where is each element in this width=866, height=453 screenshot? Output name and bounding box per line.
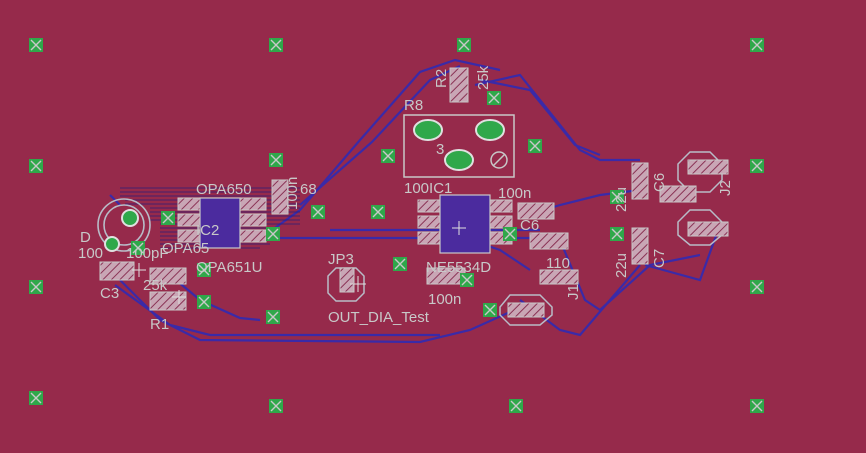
jumper-jp3-outline [327,267,365,302]
origin-markers [132,221,466,304]
label-r8-pin: 3 [436,141,444,158]
connector-j1-outline [97,198,151,252]
label-opa-bottom: OPA651U [196,259,262,276]
ic2-body [199,197,241,249]
label-c-left-d: D [80,229,91,246]
label-c6-right: C6 [651,173,668,192]
vias [28,37,765,414]
label-c-100pf: 100pF [126,245,169,262]
connector-j1-right-outline [499,294,553,326]
label-opa-mid: OPA65 [162,240,209,257]
label-j2: J2 [717,180,734,196]
label-c6: C6 [520,217,539,234]
smd-pads [99,67,729,318]
label-r2: R2 [433,69,450,88]
label-c-100n-right: 100n [498,185,531,202]
label-ne5534: NE5534D [426,259,491,276]
through-hole-pads [104,119,505,252]
label-r2-value: 25k [475,65,492,90]
connector-j2-outline [677,151,723,246]
label-c7-value: 22u [613,253,630,278]
label-out: OUT_DIA_Test [328,309,430,326]
label-c-100n-left: 100 [78,245,103,262]
label-ic2: IC2 [196,222,219,239]
label-c6-right-value: 22u [613,187,630,212]
label-opa-top: OPA650 [196,181,252,198]
label-r1: R1 [150,316,169,333]
label-c-110: 110 [546,255,570,272]
label-r8: R8 [404,97,423,114]
label-r1-value: 25k [143,277,168,294]
label-ic-part: 100IC1 [404,180,452,197]
ic1-body [439,194,491,254]
label-j1: J1 [565,284,582,300]
label-c7: C7 [651,249,668,268]
label-opa-top-suffix: 68 [300,181,317,198]
label-c3: C3 [100,285,119,302]
potentiometer-r8-outline [403,114,515,178]
label-c-100n-bottom: 100n [428,291,461,308]
label-c-100n-vertical: 100n [284,177,301,210]
label-jp3: JP3 [328,251,354,268]
